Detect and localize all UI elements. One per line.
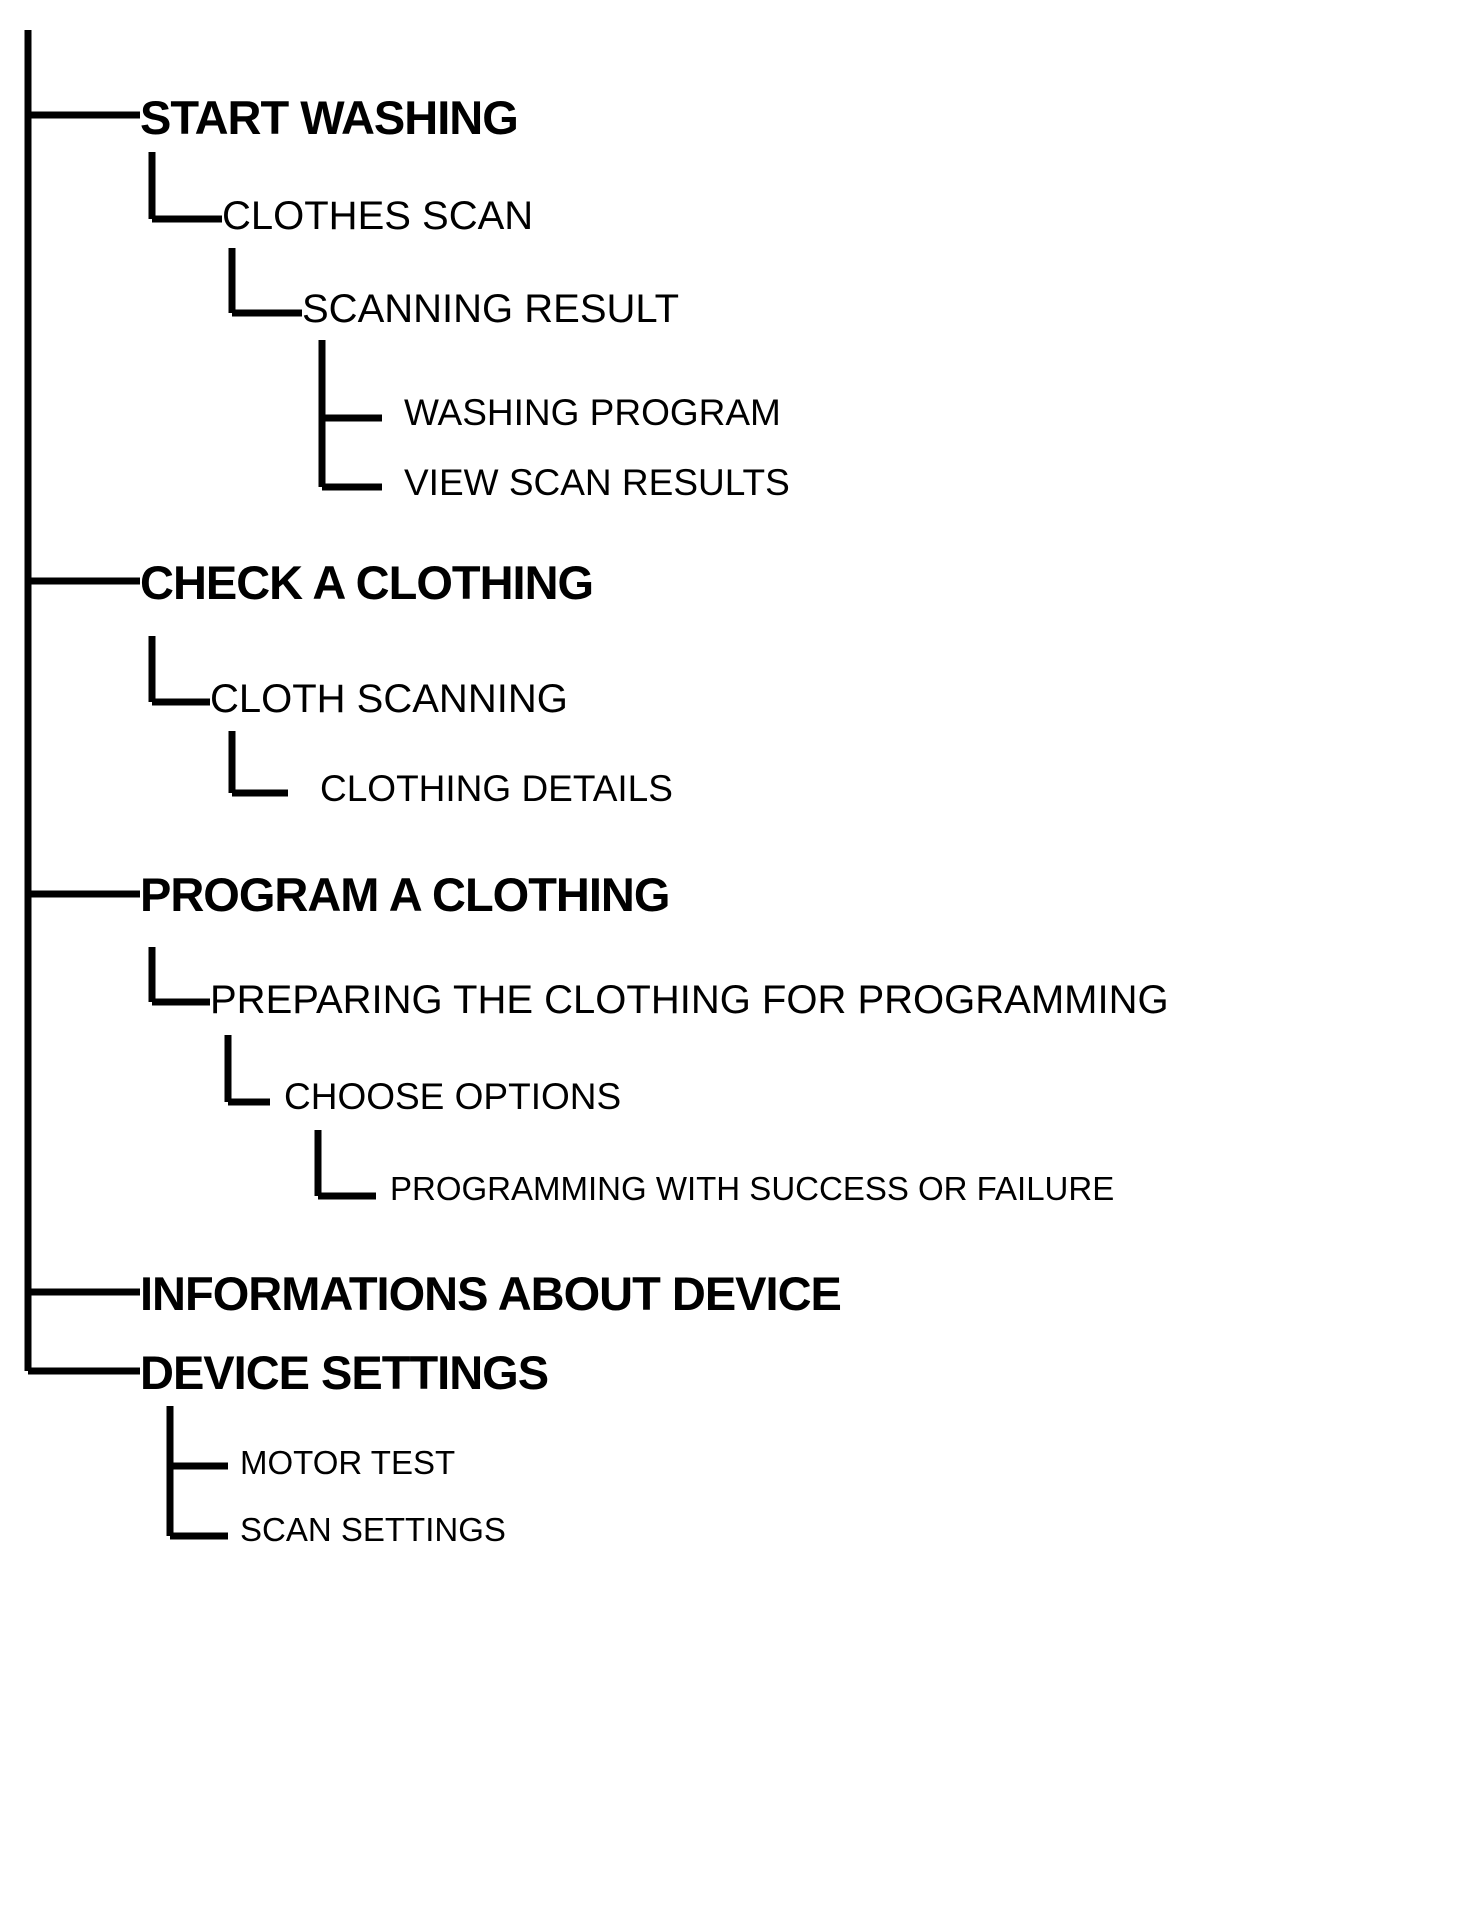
tree-node-scan-settings[interactable]: SCAN SETTINGS <box>240 1511 506 1548</box>
tree-node-program-a-clothing[interactable]: PROGRAM A CLOTHING <box>140 868 670 921</box>
tree-node-device-settings[interactable]: DEVICE SETTINGS <box>140 1346 549 1399</box>
tree-node-view-scan-results[interactable]: VIEW SCAN RESULTS <box>404 462 790 503</box>
tree-node-programming-with-success-or-failure[interactable]: PROGRAMMING WITH SUCCESS OR FAILURE <box>390 1170 1115 1207</box>
tree-connector-lines <box>24 30 382 1540</box>
tree-node-informations-about-device[interactable]: INFORMATIONS ABOUT DEVICE <box>140 1267 842 1320</box>
tree-node-cloth-scanning[interactable]: CLOTH SCANNING <box>210 677 568 721</box>
tree-node-choose-options[interactable]: CHOOSE OPTIONS <box>284 1076 622 1117</box>
tree-node-preparing-the-clothing-for-programming[interactable]: PREPARING THE CLOTHING FOR PROGRAMMING <box>210 978 1169 1022</box>
tree-node-start-washing[interactable]: START WASHING <box>140 91 519 144</box>
tree-node-clothes-scan[interactable]: CLOTHES SCAN <box>222 194 534 238</box>
tree-node-scanning-result[interactable]: SCANNING RESULT <box>302 287 680 331</box>
tree-node-washing-program[interactable]: WASHING PROGRAM <box>404 392 781 433</box>
tree-node-clothing-details[interactable]: CLOTHING DETAILS <box>320 768 673 809</box>
tree-node-check-a-clothing[interactable]: CHECK A CLOTHING <box>140 556 594 609</box>
tree-node-motor-test[interactable]: MOTOR TEST <box>240 1444 456 1481</box>
